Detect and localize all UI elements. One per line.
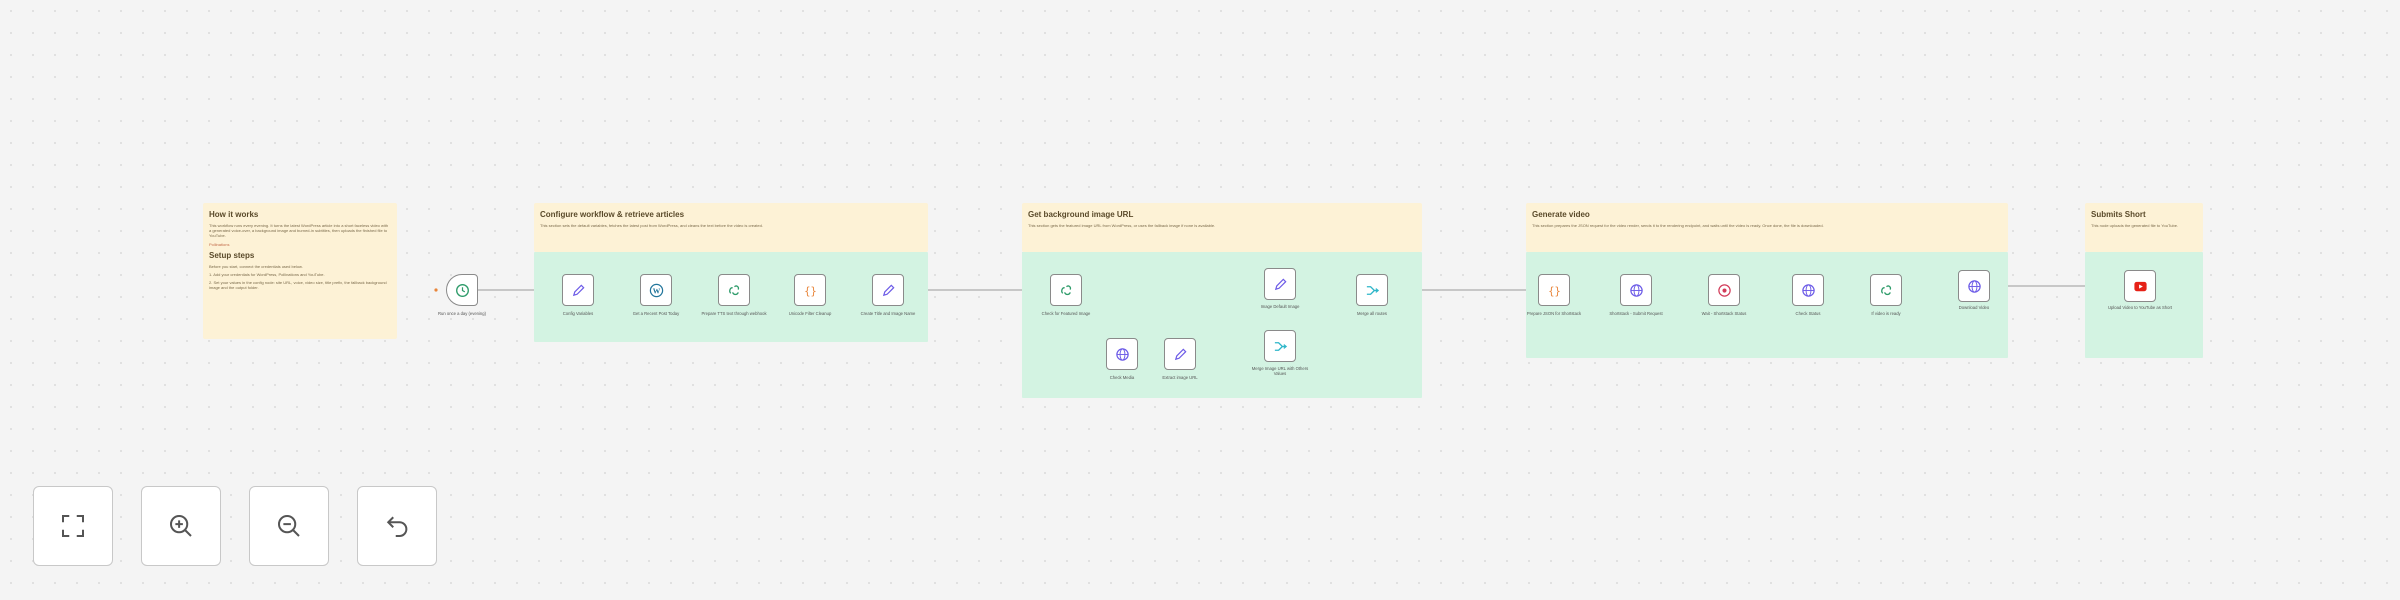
svg-text:W: W [652,286,660,295]
node-youtube[interactable] [2124,270,2156,302]
note-body: This workflow runs every evening. It tur… [209,223,389,239]
node-label: Upload Video to YouTube as Short [2107,305,2173,310]
merge-icon [1274,341,1287,351]
node-render-request[interactable] [1620,274,1652,306]
trigger-dot [434,288,438,292]
globe-icon [1801,283,1815,297]
youtube-icon [2133,281,2147,291]
note-title: How it works [209,210,259,219]
note-body: This section gets the featured image URL… [1028,223,1216,228]
webhook-icon [1880,284,1891,295]
pencil-icon [882,283,895,296]
node-extract-url[interactable] [1164,338,1196,370]
node-label: Shortstack - Submit Request [1609,311,1663,316]
node-merge-featured[interactable] [1264,330,1296,362]
node-get-post[interactable]: W [640,274,672,306]
pencil-icon [572,283,585,296]
node-label: Check Media [1109,375,1135,380]
node-label: Get a Recent Post Today [632,311,680,316]
node-label: Check Status [1795,311,1821,316]
node-label: Merge Image URL with Others Values [1251,366,1309,376]
note-subtitle: Setup steps [209,250,255,260]
svg-text:{}: {} [1548,285,1560,297]
note-setup-step: 2. Set your values in the config node: s… [209,280,387,291]
node-check-featured[interactable] [1050,274,1082,306]
group-generate-bg [1526,252,2008,358]
note-title: Generate video [1532,210,1590,219]
note-title: Submits Short [2091,210,2146,219]
node-check-url[interactable] [1106,338,1138,370]
node-prepare-tts[interactable] [718,274,750,306]
note-body: This section prepares the JSON request f… [1532,223,1824,228]
note-generate: Generate video This section prepares the… [1526,203,2008,252]
node-label: Check for Featured Image [1041,311,1091,316]
braces-icon: {} [1548,285,1560,297]
node-schedule[interactable] [446,274,478,306]
zoom-out-button[interactable] [249,486,329,566]
node-label: Download Video [1958,305,1990,310]
group-upload-bg [2085,252,2203,358]
undo-icon [386,516,408,537]
clock-target-icon [1717,283,1731,297]
braces-icon: {} [804,285,816,297]
node-label: Run once a day (evening) [438,311,486,316]
pencil-icon [1174,347,1187,360]
merge-icon [1366,285,1379,295]
fit-view-icon [62,515,84,537]
node-label: Merge all routes [1356,311,1388,316]
node-merge-all[interactable] [1356,274,1388,306]
note-setup-intro: Before you start, connect the credential… [209,263,303,269]
note-body: This section sets the default variables,… [540,223,763,228]
node-label: Unicode Filter Cleanup [788,311,832,316]
webhook-icon [728,284,739,295]
node-config[interactable] [562,274,594,306]
note-body: This node uploads the generated file to … [2091,223,2179,228]
node-label: Image Default Image [1260,304,1300,309]
note-how-it-works: How it works This workflow runs every ev… [203,203,397,339]
globe-icon [1115,347,1129,361]
node-prepare-json[interactable]: {} [1538,274,1570,306]
globe-icon [1629,283,1643,297]
note-link[interactable]: Pollinations [209,241,230,247]
svg-text:{}: {} [804,285,816,297]
node-if-ready[interactable] [1870,274,1902,306]
note-title: Get background image URL [1028,210,1134,219]
node-make-title[interactable] [872,274,904,306]
group-background-bg [1022,252,1422,398]
zoom-in-icon [170,515,192,537]
webhook-icon [1060,284,1071,295]
note-setup-step: 1. Add your credentials for WordPress, P… [209,272,325,278]
zoom-out-icon [278,515,300,537]
note-background: Get background image URL This section ge… [1022,203,1422,252]
node-label: Extract image URL [1162,375,1198,380]
node-label: Config Variables [562,311,594,316]
zoom-in-button[interactable] [141,486,221,566]
node-download[interactable] [1958,270,1990,302]
node-label: Prepare TTS text through webhook [701,311,767,316]
note-configure: Configure workflow & retrieve articles T… [534,203,928,252]
node-label: Prepare JSON for Shortstack [1526,311,1582,316]
globe-icon [1967,279,1981,293]
wordpress-icon: W [649,283,663,297]
reset-zoom-button[interactable] [357,486,437,566]
node-unicode[interactable]: {} [794,274,826,306]
note-upload: Submits Short This node uploads the gene… [2085,203,2203,252]
pencil-icon [1274,277,1287,290]
node-image-default[interactable] [1264,268,1296,300]
node-label: Wait - Shortstack Status [1701,311,1747,316]
node-wait[interactable] [1708,274,1740,306]
fit-view-button[interactable] [33,486,113,566]
node-label: If video is ready [1871,311,1901,316]
note-title: Configure workflow & retrieve articles [540,210,685,219]
node-check-status[interactable] [1792,274,1824,306]
clock-icon [455,283,469,297]
node-label: Create Title and Image Name [860,311,916,316]
